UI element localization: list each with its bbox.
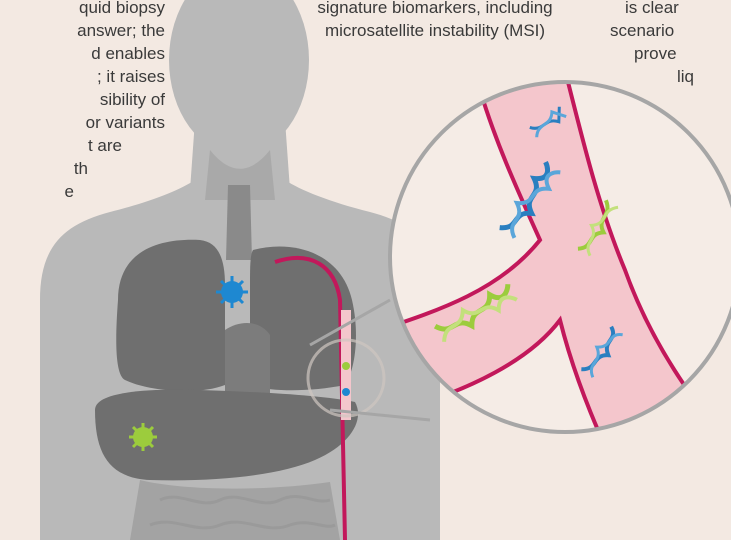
vessel-green-marker	[342, 362, 350, 370]
vessel-blue-marker	[342, 388, 350, 396]
right-lung	[116, 240, 225, 391]
liver-tumor-icon	[129, 423, 157, 451]
